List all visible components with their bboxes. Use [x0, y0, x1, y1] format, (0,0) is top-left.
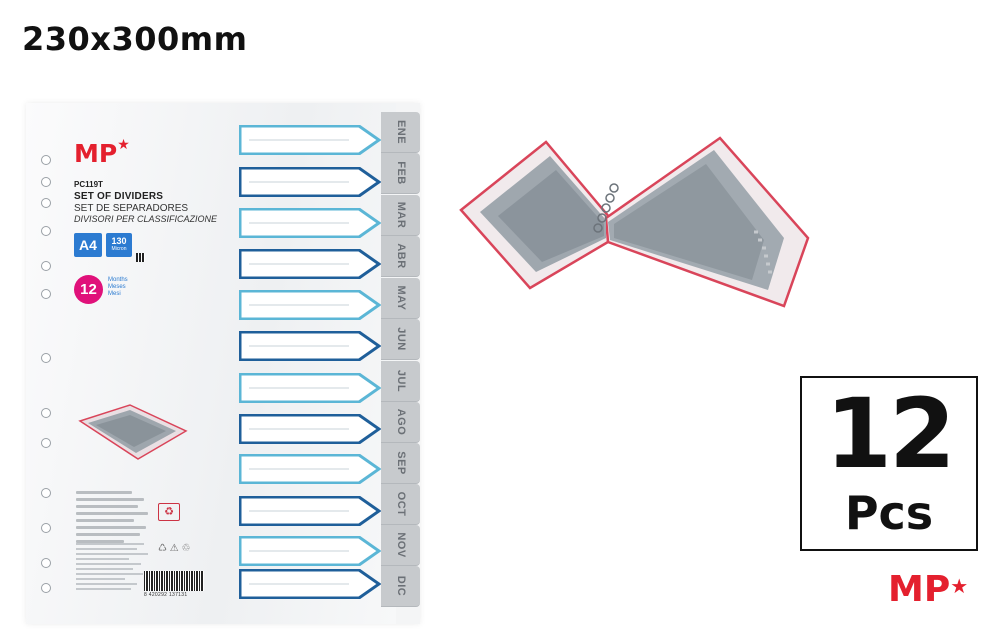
- punch-hole: [41, 177, 51, 187]
- punch-hole: [41, 289, 51, 299]
- product-name-es: SET DE SEPARADORES: [74, 203, 189, 214]
- divider-arrow-label: [239, 373, 381, 403]
- punch-hole: [41, 198, 51, 208]
- product-sku: PC119T: [74, 180, 103, 189]
- tab-month: MAR: [381, 195, 420, 236]
- punch-hole: [41, 438, 51, 448]
- qr-code-icon: [136, 253, 145, 262]
- micron-value: 130: [111, 236, 127, 246]
- tab-month-label: JUL: [394, 369, 407, 393]
- product-name-en: SET OF DIVIDERS: [74, 191, 164, 202]
- tab-month: JUN: [381, 319, 420, 360]
- tab-month-label: OCT: [394, 491, 407, 517]
- tab-month: DIC: [381, 566, 420, 607]
- tab-month: NOV: [381, 525, 420, 566]
- punch-hole: [41, 408, 51, 418]
- punch-hole: [41, 558, 51, 568]
- brand-logo: MP★: [888, 570, 968, 610]
- tab-month: SEP: [381, 443, 420, 484]
- divider-arrow-label: [239, 414, 381, 444]
- star-icon: ★: [117, 137, 130, 153]
- tab-month-label: NOV: [394, 532, 407, 558]
- pieces-count: 12: [825, 378, 956, 490]
- eco-icons: ♺ ⚠ ♲: [158, 543, 191, 554]
- punch-hole: [41, 155, 51, 165]
- format-badge: A4: [74, 233, 102, 257]
- tab-month-label: ABR: [394, 243, 407, 269]
- pieces-count-badge: 12 Pcs: [800, 376, 978, 551]
- micron-badge: 130 Micron: [106, 233, 132, 257]
- punch-hole: [41, 488, 51, 498]
- brand-logo-small: MP★: [74, 137, 130, 168]
- tab-month-label: ENE: [394, 119, 407, 145]
- tab-month: OCT: [381, 484, 420, 525]
- count-badge: 12: [74, 275, 103, 304]
- tab-month-label: FEB: [394, 161, 407, 185]
- divider-arrow-label: [239, 569, 381, 599]
- tab-month: MAY: [381, 278, 420, 319]
- brand-name: MP: [888, 569, 951, 610]
- months-label-en: Months: [108, 277, 128, 283]
- size-title: 230x300mm: [22, 20, 248, 58]
- divider-arrow-label: [239, 167, 381, 197]
- company-info-block: [76, 543, 152, 593]
- months-label-it: Mesi: [108, 291, 121, 297]
- divider-arrow-label: [239, 290, 381, 320]
- divider-arrow-label: [239, 331, 381, 361]
- open-folder-image: [459, 136, 810, 308]
- divider-arrow-label: [239, 208, 381, 238]
- tab-month: AGO: [381, 402, 420, 443]
- tab-month-label: AGO: [394, 408, 407, 436]
- barcode-icon: [144, 571, 204, 591]
- pieces-unit: Pcs: [844, 486, 934, 540]
- punch-hole: [41, 523, 51, 533]
- tab-month-label: SEP: [394, 451, 407, 475]
- punch-hole: [41, 353, 51, 363]
- micron-unit: Micron: [111, 246, 127, 252]
- multilingual-text-block: [76, 491, 156, 547]
- tab-month-label: JUN: [394, 327, 407, 351]
- divider-arrow-label: [239, 125, 381, 155]
- punch-hole: [41, 226, 51, 236]
- months-label: Months Meses Mesi: [108, 277, 128, 298]
- star-icon: ★: [950, 574, 969, 598]
- brand-name: MP: [74, 139, 118, 168]
- punch-hole: [41, 261, 51, 271]
- tab-month: JUL: [381, 361, 420, 402]
- mini-folder-image: [78, 404, 188, 460]
- tab-month-label: DIC: [394, 575, 407, 597]
- punch-hole: [41, 583, 51, 593]
- tab-month-label: MAY: [394, 285, 407, 311]
- recycle-icon: ♻: [158, 503, 180, 521]
- divider-arrow-label: [239, 249, 381, 279]
- barcode-number: 8 420292 137131: [144, 592, 188, 598]
- tab-month: ABR: [381, 236, 420, 277]
- divider-arrow-label: [239, 536, 381, 566]
- product-pack: MP★ PC119T SET OF DIVIDERS SET DE SEPARA…: [26, 103, 420, 624]
- tab-month: ENE: [381, 112, 420, 153]
- product-name-it: DIVISORI PER CLASSIFICAZIONE: [74, 214, 218, 224]
- tab-month-label: MAR: [394, 201, 407, 229]
- divider-arrow-label: [239, 454, 381, 484]
- tab-month: FEB: [381, 153, 420, 194]
- divider-arrow-label: [239, 496, 381, 526]
- months-label-es: Meses: [108, 284, 126, 290]
